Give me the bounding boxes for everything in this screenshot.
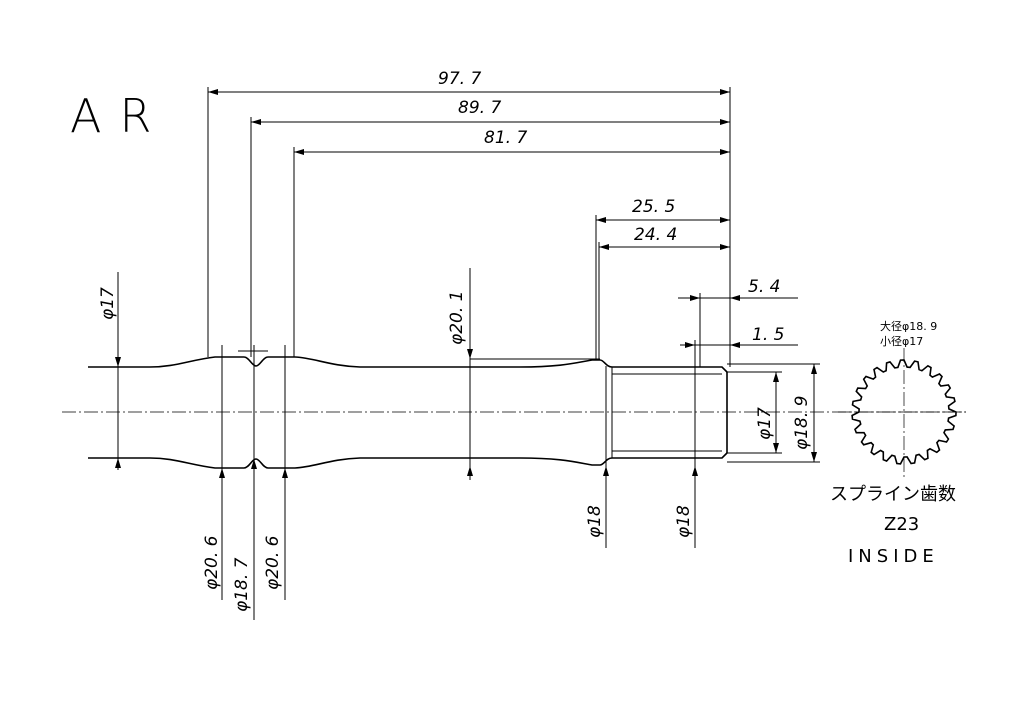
spline-minor-dia: 小径φ17	[880, 335, 923, 348]
dim-dia-18-7: φ18. 7	[232, 345, 257, 620]
svg-text:φ17: φ17	[98, 287, 118, 320]
svg-text:φ20. 6: φ20. 6	[202, 535, 222, 590]
svg-text:φ20. 6: φ20. 6	[263, 535, 283, 590]
dim-dia-18-b: φ18	[674, 458, 698, 548]
dim-97-7: 97. 7	[207, 69, 730, 357]
dim-dia-17-right: φ17	[727, 371, 782, 454]
svg-text:89. 7: 89. 7	[458, 98, 501, 118]
svg-text:97. 7: 97. 7	[438, 69, 481, 89]
svg-text:1. 5: 1. 5	[752, 325, 784, 345]
dim-dia-17-left: φ17	[98, 272, 121, 470]
dim-25-5: 25. 5	[595, 197, 730, 360]
svg-text:24. 4: 24. 4	[634, 225, 677, 245]
svg-text:25. 5: 25. 5	[632, 197, 675, 217]
dim-89-7: 89. 7	[250, 98, 730, 357]
dim-5-4: 5. 4	[678, 277, 798, 367]
shaft-outline-top	[88, 356, 728, 373]
spline-major-dia: 大径φ18. 9	[880, 319, 937, 333]
dim-81-7: 81. 7	[293, 128, 730, 357]
dim-24-4: 24. 4	[598, 225, 730, 360]
dim-dia-18-a: φ18	[585, 366, 609, 548]
dim-dia-18-9: φ18. 9	[727, 363, 820, 463]
spline-teeth: Z23	[884, 514, 919, 535]
svg-text:5. 4: 5. 4	[748, 277, 780, 297]
spline-position: INSIDE	[848, 546, 939, 567]
svg-text:φ18: φ18	[585, 505, 605, 538]
drawing-title: AR	[70, 89, 169, 143]
svg-text:φ18. 7: φ18. 7	[232, 557, 252, 612]
svg-text:81. 7: 81. 7	[484, 128, 527, 148]
svg-text:φ18: φ18	[674, 505, 694, 538]
svg-text:φ20. 1: φ20. 1	[447, 291, 467, 345]
svg-text:φ17: φ17	[755, 407, 775, 440]
dim-1-5: 1. 5	[680, 325, 798, 367]
dim-dia-20-1: φ20. 1	[447, 268, 600, 480]
spline-section	[838, 348, 966, 478]
svg-text:φ18. 9: φ18. 9	[792, 396, 812, 450]
shaft-outline-bottom	[88, 452, 728, 469]
dim-dia-20-6-b: φ20. 6	[263, 345, 288, 600]
dim-dia-20-6-a: φ20. 6	[202, 345, 225, 600]
spline-label: スプライン歯数	[830, 484, 956, 505]
